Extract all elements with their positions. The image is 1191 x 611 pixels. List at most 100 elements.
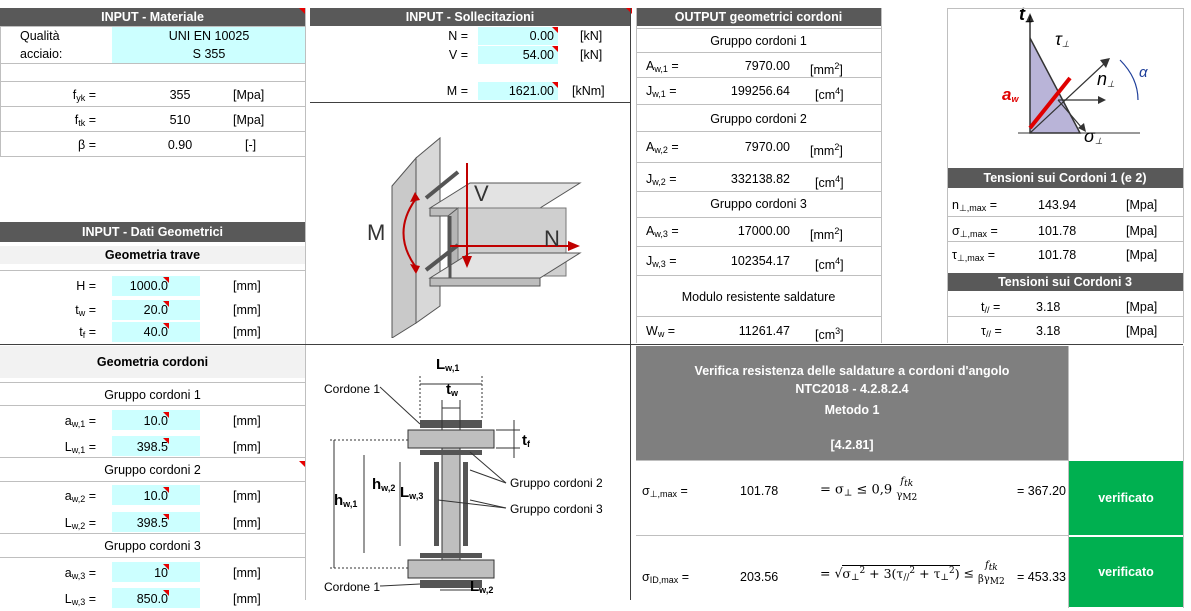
tf-label: tf = (79, 325, 96, 340)
sollecitazioni-header: INPUT - Sollecitazioni (310, 8, 630, 26)
grade-value[interactable]: S 355 (192, 47, 226, 61)
weld-stress-diagram (1018, 13, 1140, 134)
aw2-value[interactable]: 10.0 (143, 489, 168, 503)
grid-line (636, 104, 881, 105)
grid-line (1183, 346, 1184, 608)
r1-value: 101.78 (740, 484, 779, 498)
aw2-input-cell[interactable] (112, 485, 200, 505)
comment-marker (163, 438, 169, 444)
M-value[interactable]: 1621.00 (508, 84, 554, 98)
sigma-perp-max-value: 101.78 (1038, 224, 1077, 238)
grid-line (1068, 346, 1069, 608)
t-par-value: 3.18 (1036, 300, 1061, 314)
ftk-value[interactable]: 510 (169, 113, 191, 127)
Jw2-unit: [cm4] (815, 174, 844, 190)
tw-value[interactable]: 20.0 (143, 303, 168, 317)
aw1-input-cell[interactable] (112, 410, 200, 430)
sigma-perp-label: σ⊥ (1084, 126, 1103, 146)
V-label: V = (448, 48, 468, 62)
Ww-unit: [cm3] (815, 326, 844, 342)
comment-marker (163, 487, 169, 493)
H-input-cell[interactable] (112, 276, 200, 296)
Lw3-label: Lw,3 = (64, 592, 96, 607)
grid-line (636, 460, 1068, 461)
fyk-label: fyk = (72, 88, 96, 103)
norm-value[interactable]: UNI EN 10025 (168, 29, 250, 43)
aw1-value[interactable]: 10.0 (143, 414, 168, 428)
grid-line (636, 217, 881, 218)
tw-input-cell[interactable] (112, 300, 200, 320)
Lw3-value[interactable]: 850.0 (136, 592, 168, 606)
grid-line (947, 216, 1183, 217)
tau-par-value: 3.18 (1036, 324, 1061, 338)
Lw2-unit: [mm] (233, 516, 261, 530)
grid-line (0, 481, 305, 482)
output-header: OUTPUT geometrici cordoni (636, 8, 881, 26)
joint-3d-diagram (391, 136, 582, 338)
comment-marker (163, 564, 169, 570)
t-perp-label: t⊥ (1019, 4, 1033, 24)
n-perp-max-label: n⊥,max = (952, 198, 998, 213)
comment-marker (299, 461, 305, 467)
grid-line (0, 131, 305, 132)
diagram-Lw2-label: Lw,2 (470, 578, 494, 595)
H-label: H = (76, 279, 96, 293)
diagram-tf-label: tf (522, 432, 530, 449)
tau-perp-label: τ⊥ (1055, 29, 1070, 49)
grid-line (881, 8, 882, 343)
fyk-unit: [Mpa] (233, 88, 265, 102)
trave-title: Geometria trave (0, 246, 305, 264)
aw3-value[interactable]: 10 (154, 566, 168, 580)
Lw1-input-cell[interactable] (112, 436, 200, 456)
M-label: M = (446, 84, 468, 98)
grid-line (0, 270, 305, 271)
aw3-input-cell[interactable] (112, 562, 200, 582)
Lw1-label: Lw,1 = (64, 440, 96, 455)
comment-marker (552, 82, 558, 88)
M-input-cell[interactable] (478, 82, 558, 100)
aw3-label: aw,3 = (64, 566, 96, 581)
grid-line (636, 52, 881, 53)
tw-label: tw = (75, 303, 96, 318)
V-input-cell[interactable] (478, 46, 558, 64)
Lw3-unit: [mm] (233, 592, 261, 606)
diagram-cordone1-top: Cordone 1 (324, 382, 381, 396)
tf-unit: [mm] (233, 325, 261, 339)
cordoni-group2: Gruppo cordoni 2 (104, 463, 201, 477)
tf-value[interactable]: 40.0 (143, 325, 168, 339)
Aw3-label: Aw,3 = (646, 224, 679, 239)
fyk-value[interactable]: 355 (169, 88, 191, 102)
beta-value[interactable]: 0.90 (167, 138, 193, 152)
n-perp-label: n⊥ (1097, 69, 1115, 89)
Lw2-value[interactable]: 398.5 (136, 516, 168, 530)
grid-line (0, 156, 305, 157)
Lw1-value[interactable]: 398.5 (136, 440, 168, 454)
grid-line (636, 131, 881, 132)
grid-line (0, 26, 1, 156)
ftk-label: ftk = (74, 113, 96, 128)
diagram-N-label: N (544, 226, 560, 251)
grid-line (636, 316, 881, 317)
N-input-cell[interactable] (478, 27, 558, 45)
grid-line (947, 241, 1183, 242)
comment-marker (163, 412, 169, 418)
verifica-line1: Verifica resistenza delle saldature a co… (694, 364, 1010, 378)
grid-line (0, 106, 305, 107)
Lw2-input-cell[interactable] (112, 512, 200, 532)
cordoni-group3: Gruppo cordoni 3 (104, 539, 201, 553)
tau-perp-max-unit: [Mpa] (1126, 248, 1158, 262)
comment-marker (163, 590, 169, 596)
sigma-perp-max-label: σ⊥,max = (952, 224, 998, 239)
V-value[interactable]: 54.00 (522, 48, 554, 62)
Jw2-value: 332138.82 (730, 172, 790, 186)
t-par-label: t// = (981, 300, 1001, 315)
Jw3-unit: [cm4] (815, 256, 844, 272)
diagram-gruppo2-label: Gruppo cordoni 2 (510, 476, 603, 490)
material-quality-cell[interactable] (112, 27, 306, 63)
N-value[interactable]: 0.00 (529, 29, 554, 43)
Lw3-input-cell[interactable] (112, 588, 200, 608)
tf-input-cell[interactable] (112, 322, 200, 342)
V-unit: [kN] (580, 48, 603, 62)
H-value[interactable]: 1000.0 (129, 279, 168, 293)
